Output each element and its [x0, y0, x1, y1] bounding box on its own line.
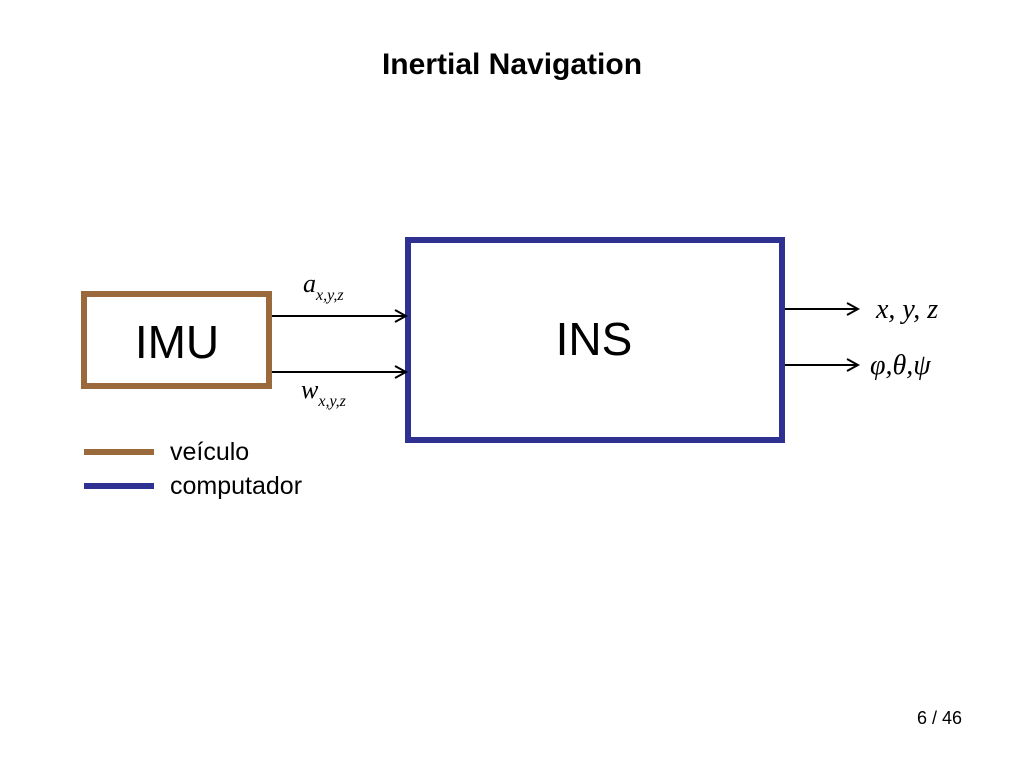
- imu-label: IMU: [135, 316, 219, 368]
- legend-label-vehicle: veículo: [170, 438, 249, 466]
- output-label-attitude: φ,θ,ψ: [870, 350, 931, 381]
- output-label-position: x, y, z: [875, 294, 938, 325]
- input-label-acceleration: ax,y,z: [303, 269, 344, 304]
- ins-box: [405, 237, 785, 443]
- input-symbol-a: a: [303, 269, 316, 298]
- ins-label: INS: [556, 313, 633, 365]
- input-label-angular-rate: wx,y,z: [301, 375, 347, 410]
- slide-title: Inertial Navigation: [381, 48, 643, 81]
- input-subscript-w: x,y,z: [317, 393, 346, 410]
- imu-box: [81, 291, 272, 389]
- legend-label-computer: computador: [170, 472, 302, 500]
- input-subscript-a: x,y,z: [315, 287, 344, 304]
- page-number: 6 / 46: [916, 708, 962, 728]
- input-symbol-w: w: [301, 375, 319, 404]
